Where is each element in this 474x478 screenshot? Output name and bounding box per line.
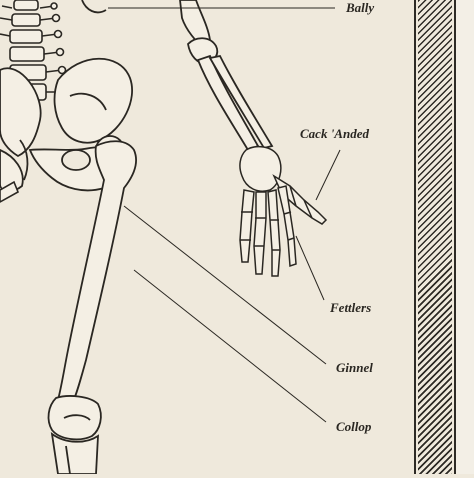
paper-margin [456, 0, 474, 474]
forearm [179, 0, 274, 152]
label-collop: Collop [336, 419, 372, 434]
left-arm-fragment [0, 180, 20, 203]
label-fettlers: Fettlers [330, 300, 372, 315]
tibia [50, 432, 99, 475]
femur [47, 135, 137, 441]
border-rule-left [414, 0, 416, 474]
leader-line-fettlers [295, 235, 325, 301]
hand [239, 145, 328, 277]
leader-line-collop [133, 269, 327, 423]
label-bally: Bally [346, 0, 375, 15]
leader-line-ginnel [123, 205, 327, 365]
leader-lines [108, 7, 341, 423]
hatched-border [418, 0, 452, 474]
label-cack-anded: Cack 'Anded [300, 126, 369, 141]
border-rule-right [454, 0, 456, 474]
label-ginnel: Ginnel [336, 360, 373, 375]
leader-line-cack-anded [315, 149, 341, 201]
shoulder-fragment [81, 0, 107, 14]
